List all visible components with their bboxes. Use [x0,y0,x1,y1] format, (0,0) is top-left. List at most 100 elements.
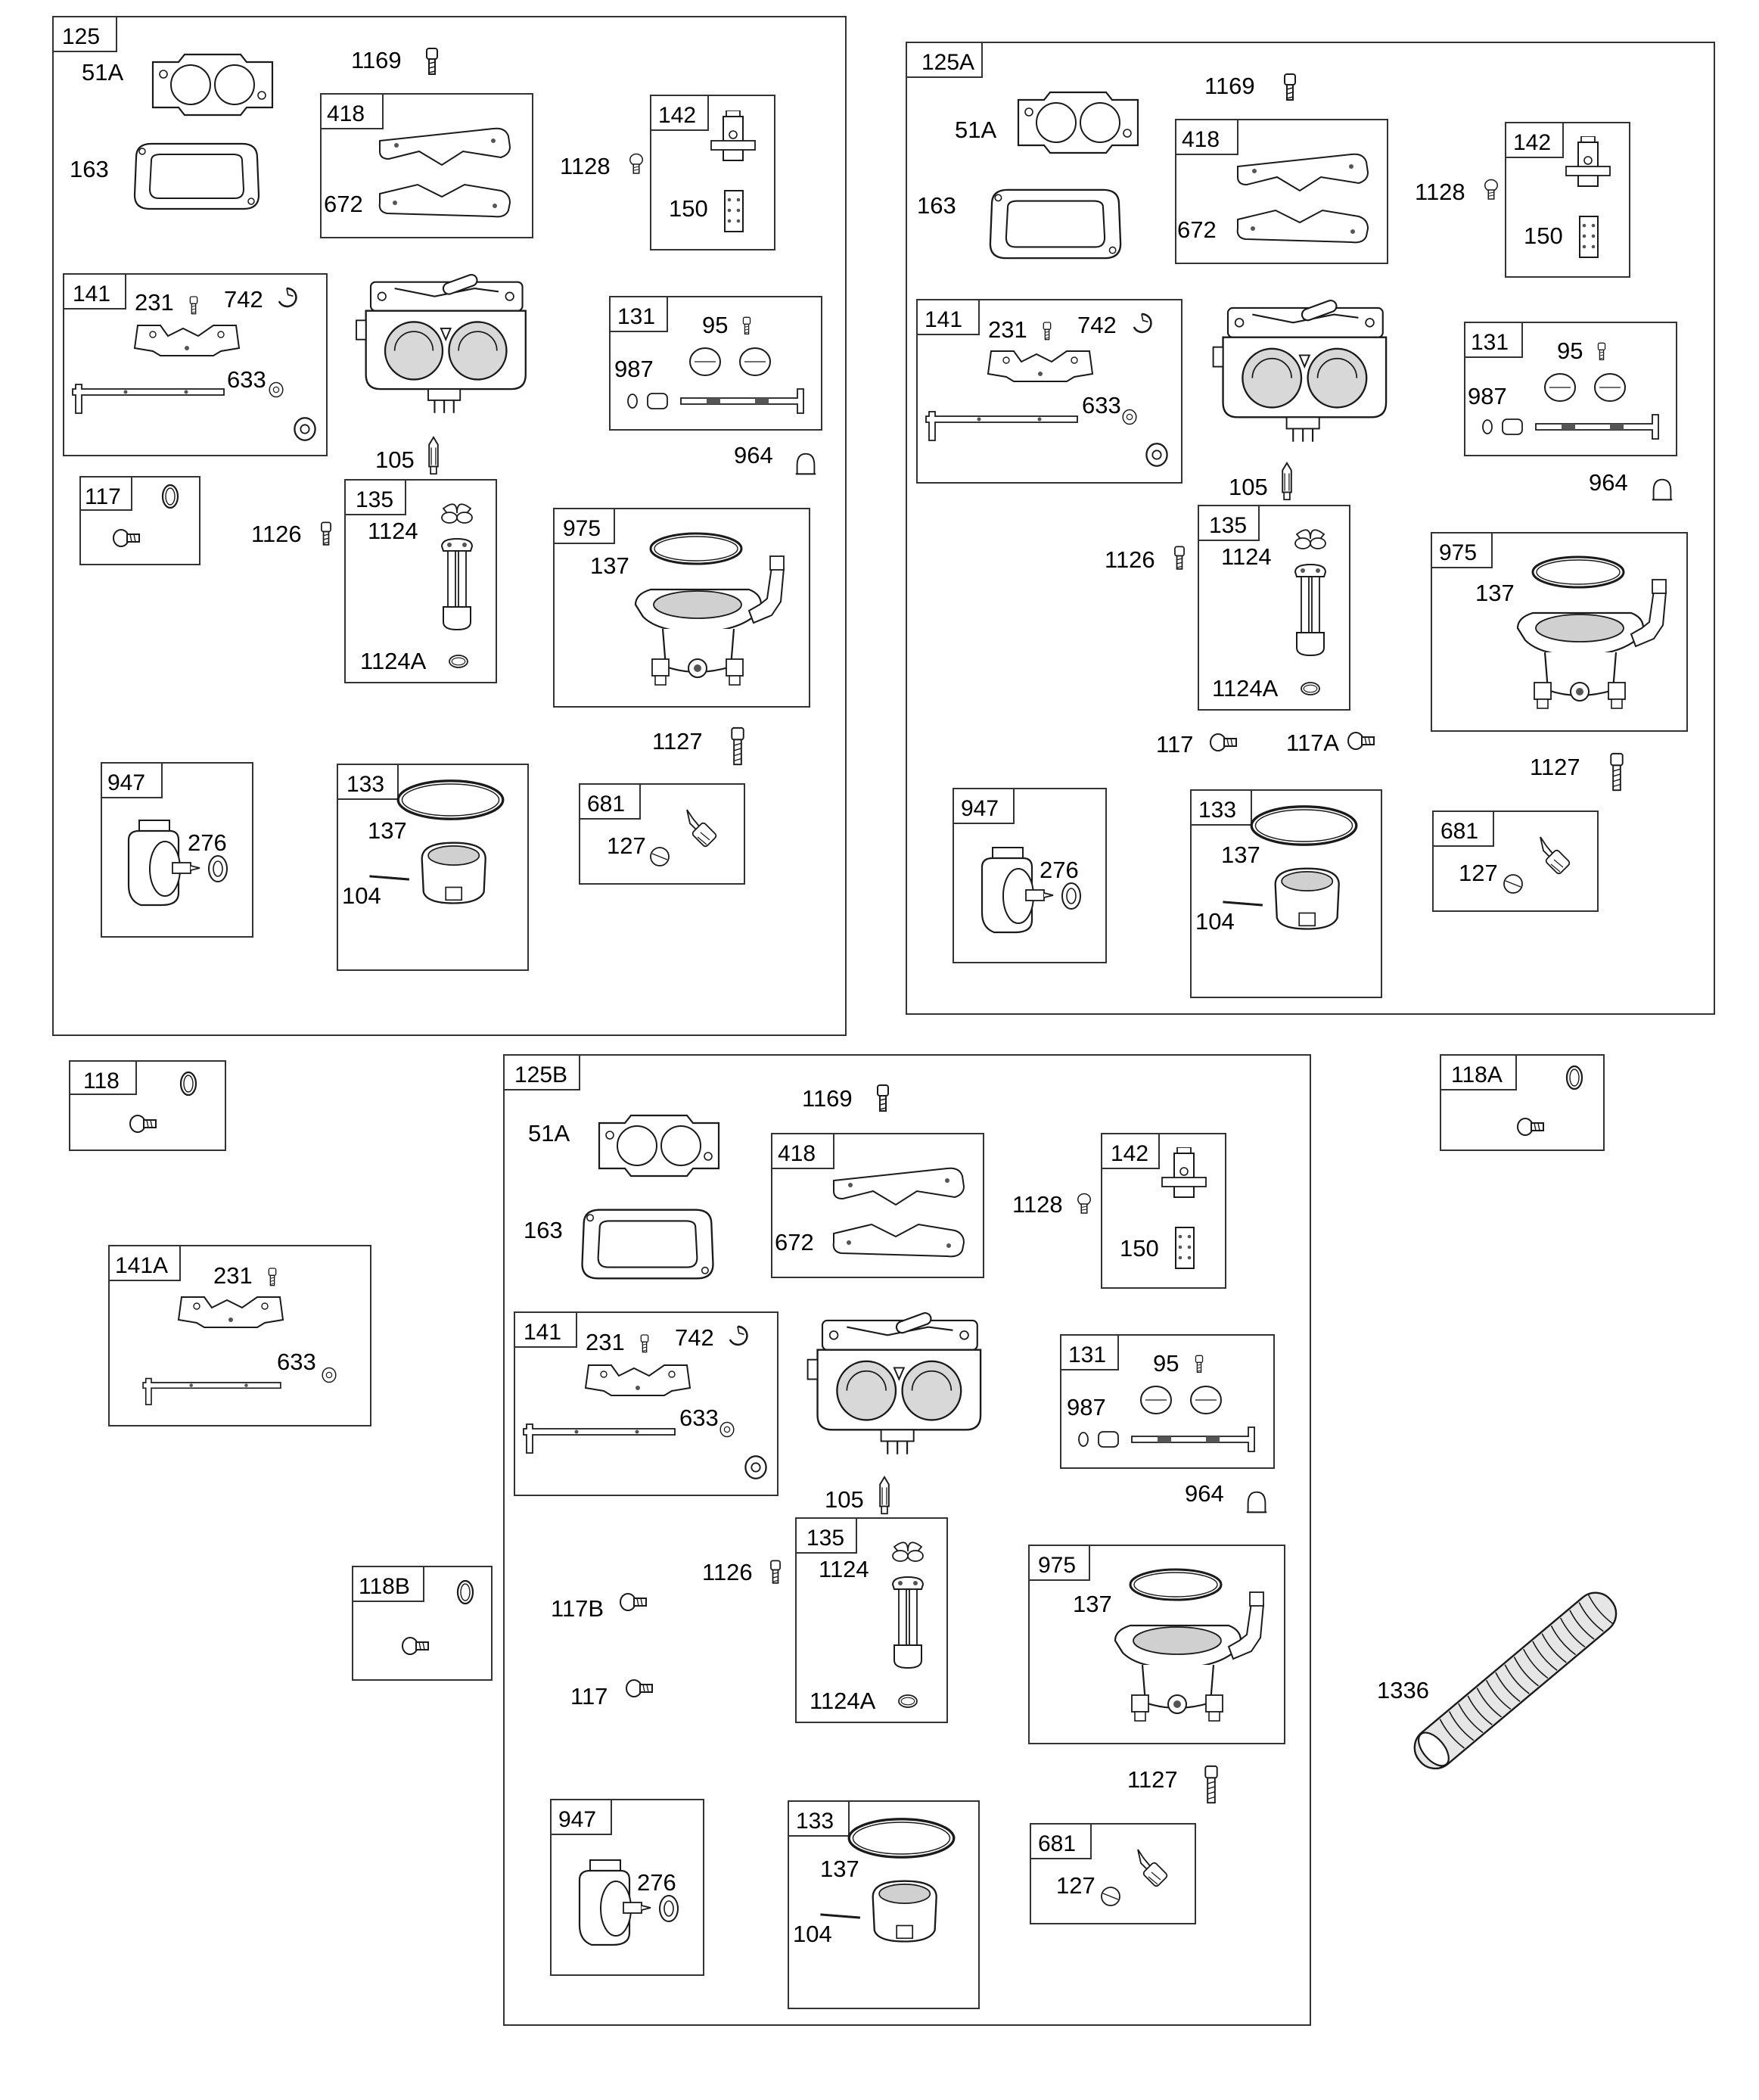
part-117-box: 117 [79,476,200,565]
svg-text:276: 276 [637,1869,676,1896]
svg-text:131: 131 [1068,1342,1106,1367]
svg-text:133: 133 [1198,798,1236,823]
part-163: 163 [917,188,1122,260]
assembly-125: 125 51A 163 1169 418 672 1128 14 [52,16,847,1036]
svg-text:633: 633 [1082,392,1121,418]
part-105: 105 [825,1476,890,1515]
svg-text:418: 418 [1182,127,1220,152]
part-117B: 117B [551,1593,647,1622]
assembly-125A: 125A 51A 163 1169 418 672 1128 1 [906,42,1715,1015]
svg-text:51A: 51A [955,117,996,143]
svg-text:51A: 51A [528,1120,570,1146]
svg-text:1128: 1128 [1012,1191,1063,1218]
part-1336-hose: 1336 [1377,1591,1618,1770]
part-118B-box: 118B [352,1566,493,1681]
svg-text:117: 117 [1156,731,1193,758]
svg-text:276: 276 [188,829,227,856]
svg-text:1128: 1128 [560,153,611,179]
part-carburetor-body [806,1311,982,1455]
part-142-box: 142 150 [1505,122,1630,278]
svg-text:1124A: 1124A [360,648,427,674]
svg-text:150: 150 [1524,222,1563,249]
svg-text:1124A: 1124A [1212,675,1279,702]
svg-text:163: 163 [917,192,956,219]
tag-125: 125 [62,24,100,49]
svg-text:104: 104 [1195,908,1235,935]
svg-text:141: 141 [925,307,962,332]
svg-text:1126: 1126 [702,1559,753,1585]
svg-text:418: 418 [327,101,365,126]
part-133-box: 133 137 104 [1190,789,1382,998]
part-1128: 1128 [560,153,644,179]
part-947-box: 947 276 [550,1799,704,1976]
svg-text:672: 672 [324,191,363,217]
svg-text:418: 418 [778,1141,816,1166]
svg-text:1124: 1124 [368,518,418,544]
svg-text:51A: 51A [82,59,123,86]
part-51A: 51A [82,53,274,117]
svg-text:137: 137 [820,1856,859,1882]
svg-text:127: 127 [1459,860,1498,886]
svg-text:987: 987 [1067,1394,1106,1420]
part-1128: 1128 [1012,1191,1092,1218]
svg-text:117: 117 [85,484,121,509]
svg-text:141A: 141A [115,1253,168,1278]
svg-text:231: 231 [213,1262,253,1289]
svg-text:633: 633 [679,1405,719,1431]
part-964: 964 [734,442,817,475]
tag-125A: 125A [921,50,974,75]
svg-text:135: 135 [1209,513,1247,538]
part-135-box: 135 1124 1124A [344,479,497,683]
svg-text:1124A: 1124A [810,1688,876,1714]
svg-text:105: 105 [825,1486,864,1513]
part-133-box: 133 137 104 [337,764,529,971]
svg-text:163: 163 [524,1217,563,1243]
svg-text:150: 150 [669,195,708,222]
part-947-box: 947 276 [101,762,253,938]
part-117: 117 [1156,731,1237,758]
svg-text:135: 135 [356,487,393,512]
svg-text:633: 633 [227,366,266,393]
svg-text:105: 105 [1229,474,1268,500]
svg-text:1127: 1127 [652,728,703,754]
svg-text:231: 231 [988,316,1027,343]
svg-text:1126: 1126 [1105,546,1155,573]
svg-text:1124: 1124 [819,1556,869,1582]
svg-text:118A: 118A [1451,1062,1503,1087]
svg-text:1169: 1169 [1204,73,1255,99]
part-135-box: 135 1124 1124A [795,1517,948,1723]
part-135-box: 135 1124 1124A [1198,505,1350,711]
svg-text:137: 137 [1073,1591,1112,1617]
svg-text:142: 142 [1513,130,1551,155]
part-141-box: 141 231 742 633 [514,1311,778,1496]
part-133-box: 133 137 104 [788,1800,980,2009]
part-1127: 1127 [1530,752,1624,792]
part-105: 105 [1229,462,1292,501]
part-1126: 1126 [1105,546,1186,573]
svg-text:95: 95 [1557,338,1583,364]
part-163: 163 [70,142,260,210]
svg-text:133: 133 [796,1809,834,1834]
part-117: 117 [570,1679,653,1710]
svg-text:1169: 1169 [802,1085,853,1112]
part-142-box: 142 150 [1101,1133,1226,1289]
svg-text:964: 964 [1589,469,1628,496]
part-1128: 1128 [1415,179,1499,205]
part-141-box: 141 231 742 633 [916,299,1183,484]
svg-text:964: 964 [734,442,773,468]
svg-text:118B: 118B [359,1574,410,1599]
svg-text:133: 133 [347,772,384,797]
svg-text:1127: 1127 [1127,1766,1178,1793]
svg-text:137: 137 [1221,842,1260,868]
svg-text:975: 975 [1439,540,1477,565]
svg-text:150: 150 [1120,1235,1159,1262]
part-964: 964 [1589,469,1674,501]
svg-text:1127: 1127 [1530,754,1580,780]
tag-125B: 125B [514,1062,567,1087]
svg-text:137: 137 [368,817,407,844]
svg-text:141: 141 [524,1320,561,1345]
svg-text:742: 742 [1077,312,1117,338]
svg-text:742: 742 [675,1324,714,1351]
svg-text:104: 104 [342,882,381,909]
